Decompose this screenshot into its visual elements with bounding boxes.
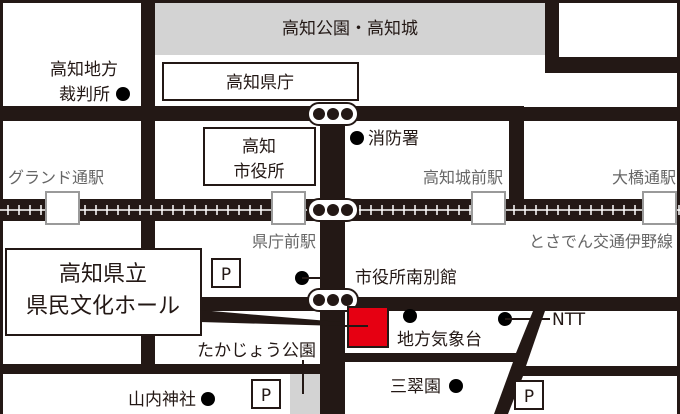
ntt-label: NTT: [552, 310, 586, 330]
weather-label: 地方気象台: [397, 330, 482, 350]
shrine-dot-icon: [201, 392, 215, 406]
weather-dot-icon: [403, 309, 417, 323]
parking-icon: [514, 380, 544, 410]
court-label-2: 裁判所: [59, 85, 110, 105]
svg-text:P: P: [221, 265, 231, 285]
parking-icon: [251, 379, 281, 409]
prefectural-office-label: 高知県庁: [226, 73, 294, 93]
svg-text:P: P: [261, 386, 271, 406]
traffic-signal-icon: [307, 288, 359, 312]
traffic-signal-icon: [307, 198, 359, 222]
svg-text:P: P: [524, 387, 534, 407]
venue-label-2: 県民文化ホール: [26, 294, 180, 319]
station-kochijomae-label: 高知城前駅: [423, 168, 503, 187]
sansuien-dot-icon: [449, 379, 463, 393]
venue-label-box: [5, 248, 202, 336]
city-hall-label-2: 市役所: [234, 162, 285, 182]
kochi-park-area: [155, 3, 545, 55]
city-hall-annex-label: 市役所南別館: [355, 268, 457, 288]
takajo-park-label: たかじょう公園: [197, 341, 316, 361]
station-kenchomae[interactable]: [271, 191, 306, 225]
city-hall-box: [203, 127, 316, 186]
city-hall-label-1: 高知: [242, 137, 276, 157]
fire-station-dot-icon: [350, 131, 364, 145]
station-kenchomae-label: 県庁前駅: [252, 232, 316, 251]
city-blocks: [3, 3, 677, 414]
court-dot-icon: [116, 87, 130, 101]
parking-icon: [211, 258, 241, 288]
sansuien-label: 三翠園: [390, 377, 441, 397]
rail-line-label: とさでん交通伊野線: [529, 232, 673, 251]
station-kochijomae[interactable]: [471, 191, 506, 225]
takajo-park-area: [290, 374, 320, 414]
station-ohashi[interactable]: [642, 191, 677, 225]
venue-label-1: 高知県立: [59, 262, 147, 287]
station-grand[interactable]: [45, 191, 80, 225]
park-label: 高知公園・高知城: [282, 19, 418, 39]
fire-station-label: 消防署: [368, 129, 419, 149]
traffic-signal-icon: [307, 102, 359, 126]
court-label-1: 高知地方: [50, 60, 118, 80]
station-ohashi-label: 大橋通駅: [612, 168, 676, 187]
prefectural-office-box: [162, 62, 359, 101]
shrine-label: 山内神社: [128, 390, 196, 410]
station-grand-label: グランド通駅: [8, 168, 104, 187]
